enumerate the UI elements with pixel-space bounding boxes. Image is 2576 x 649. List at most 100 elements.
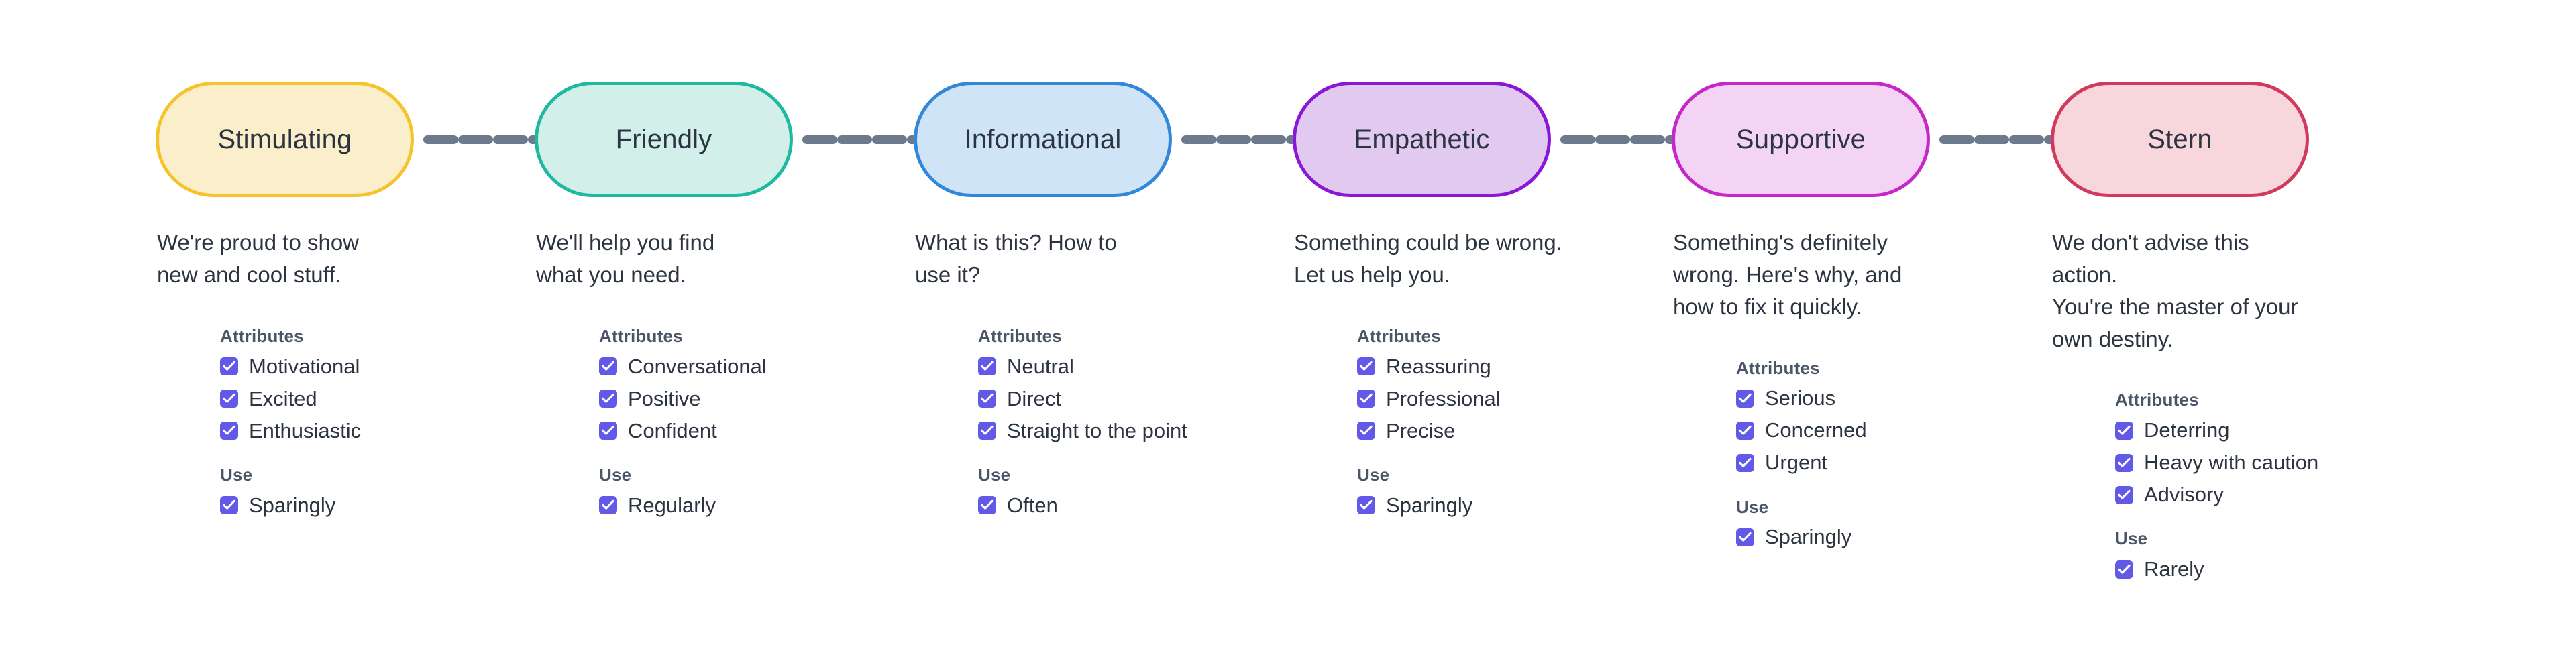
tone-pill-row: Stern — [2051, 79, 2430, 200]
checkbox-row[interactable]: Rarely — [2115, 556, 2430, 583]
checkbox-row[interactable]: Direct — [978, 386, 1293, 412]
tone-description: We're proud to show new and cool stuff. — [157, 230, 360, 287]
checkmark-icon[interactable] — [599, 357, 617, 376]
checkbox-row[interactable]: Confident — [599, 418, 914, 445]
connector-dash — [458, 135, 493, 144]
checkmark-icon[interactable] — [220, 357, 238, 376]
tone-use-heading: Use — [220, 464, 253, 485]
tone-description: Something could be wrong. Let us help yo… — [1294, 230, 1562, 287]
checkbox-row[interactable]: Sparingly — [1357, 492, 1672, 519]
checkbox-label: Positive — [628, 386, 701, 410]
checkbox-row[interactable]: Heavy with caution — [2115, 449, 2430, 476]
checkbox-row[interactable]: Professional — [1357, 386, 1672, 412]
checkbox-label: Often — [1007, 493, 1058, 517]
checkbox-label: Sparingly — [1386, 493, 1473, 517]
checkmark-icon[interactable] — [1736, 454, 1754, 473]
connector-dash — [802, 135, 837, 144]
checkbox-row[interactable]: Urgent — [1736, 450, 2051, 477]
checkbox-row[interactable]: Deterring — [2115, 417, 2430, 444]
tone-pill-label: Informational — [964, 125, 1122, 154]
tone-pill[interactable]: Friendly — [535, 82, 793, 197]
checkbox-label: Deterring — [2144, 418, 2230, 442]
connector-dash — [837, 135, 872, 144]
checkbox-label: Precise — [1386, 418, 1456, 442]
checkbox-row[interactable]: Concerned — [1736, 418, 2051, 445]
checkbox-row[interactable]: Regularly — [599, 492, 914, 519]
checkbox-row[interactable]: Positive — [599, 386, 914, 412]
checkmark-icon[interactable] — [978, 496, 996, 515]
checkbox-row[interactable]: Advisory — [2115, 481, 2430, 508]
checkbox-row[interactable]: Excited — [220, 386, 535, 412]
checkbox-row[interactable]: Serious — [1736, 386, 2051, 412]
tone-pill[interactable]: Empathetic — [1293, 82, 1551, 197]
tone-use-heading: Use — [978, 464, 1011, 485]
connector-dash — [493, 135, 528, 144]
checkmark-icon[interactable] — [599, 422, 617, 440]
checkbox-label: Confident — [628, 418, 717, 442]
checkmark-icon[interactable] — [2115, 560, 2133, 579]
tone-attributes-heading: Attributes — [2115, 390, 2199, 410]
checkmark-icon[interactable] — [1357, 357, 1375, 376]
checkbox-label: Serious — [1765, 386, 1836, 410]
checkmark-icon[interactable] — [1357, 496, 1375, 515]
checkbox-row[interactable]: Often — [978, 492, 1293, 519]
checkmark-icon[interactable] — [599, 496, 617, 515]
connector-dash — [1595, 135, 1630, 144]
tone-pill-label: Stern — [2147, 125, 2212, 154]
checkbox-row[interactable]: Motivational — [220, 353, 535, 380]
checkmark-icon[interactable] — [1736, 422, 1754, 440]
connector-dash — [2009, 135, 2044, 144]
checkbox-label: Neutral — [1007, 354, 1074, 378]
connector-dash — [1939, 135, 1974, 144]
tone-use-heading: Use — [1736, 496, 1769, 517]
tone-pill[interactable]: Informational — [914, 82, 1172, 197]
connector-dash — [872, 135, 907, 144]
checkbox-row[interactable]: Reassuring — [1357, 353, 1672, 380]
checkmark-icon[interactable] — [978, 357, 996, 376]
checkbox-row[interactable]: Conversational — [599, 353, 914, 380]
checkmark-icon[interactable] — [1736, 390, 1754, 408]
checkmark-icon[interactable] — [978, 390, 996, 408]
checkmark-icon[interactable] — [220, 496, 238, 515]
checkmark-icon[interactable] — [1357, 422, 1375, 440]
checkbox-row[interactable]: Precise — [1357, 418, 1672, 445]
checkbox-label: Sparingly — [249, 493, 336, 517]
tone-pill[interactable]: Supportive — [1672, 82, 1930, 197]
checkmark-icon[interactable] — [599, 390, 617, 408]
checkbox-row[interactable]: Straight to the point — [978, 418, 1293, 445]
tone-description: We'll help you find what you need. — [536, 230, 715, 287]
tone-pill[interactable]: Stimulating — [156, 82, 414, 197]
checkmark-icon[interactable] — [2115, 421, 2133, 440]
checkmark-icon[interactable] — [1357, 390, 1375, 408]
tone-pill[interactable]: Stern — [2051, 82, 2309, 197]
checkmark-icon[interactable] — [220, 390, 238, 408]
checkmark-icon[interactable] — [978, 422, 996, 440]
checkmark-icon[interactable] — [220, 422, 238, 440]
checkmark-icon[interactable] — [2115, 485, 2133, 504]
connector-dash — [423, 135, 458, 144]
checkbox-label: Reassuring — [1386, 354, 1491, 378]
checkbox-row[interactable]: Sparingly — [1736, 524, 2051, 551]
checkmark-icon[interactable] — [1736, 528, 1754, 547]
checkbox-row[interactable]: Enthusiastic — [220, 418, 535, 445]
tone-attributes-heading: Attributes — [599, 325, 683, 346]
checkbox-row[interactable]: Sparingly — [220, 492, 535, 519]
checkbox-label: Sparingly — [1765, 525, 1852, 549]
checkmark-icon[interactable] — [2115, 453, 2133, 472]
checkbox-row[interactable]: Neutral — [978, 353, 1293, 380]
